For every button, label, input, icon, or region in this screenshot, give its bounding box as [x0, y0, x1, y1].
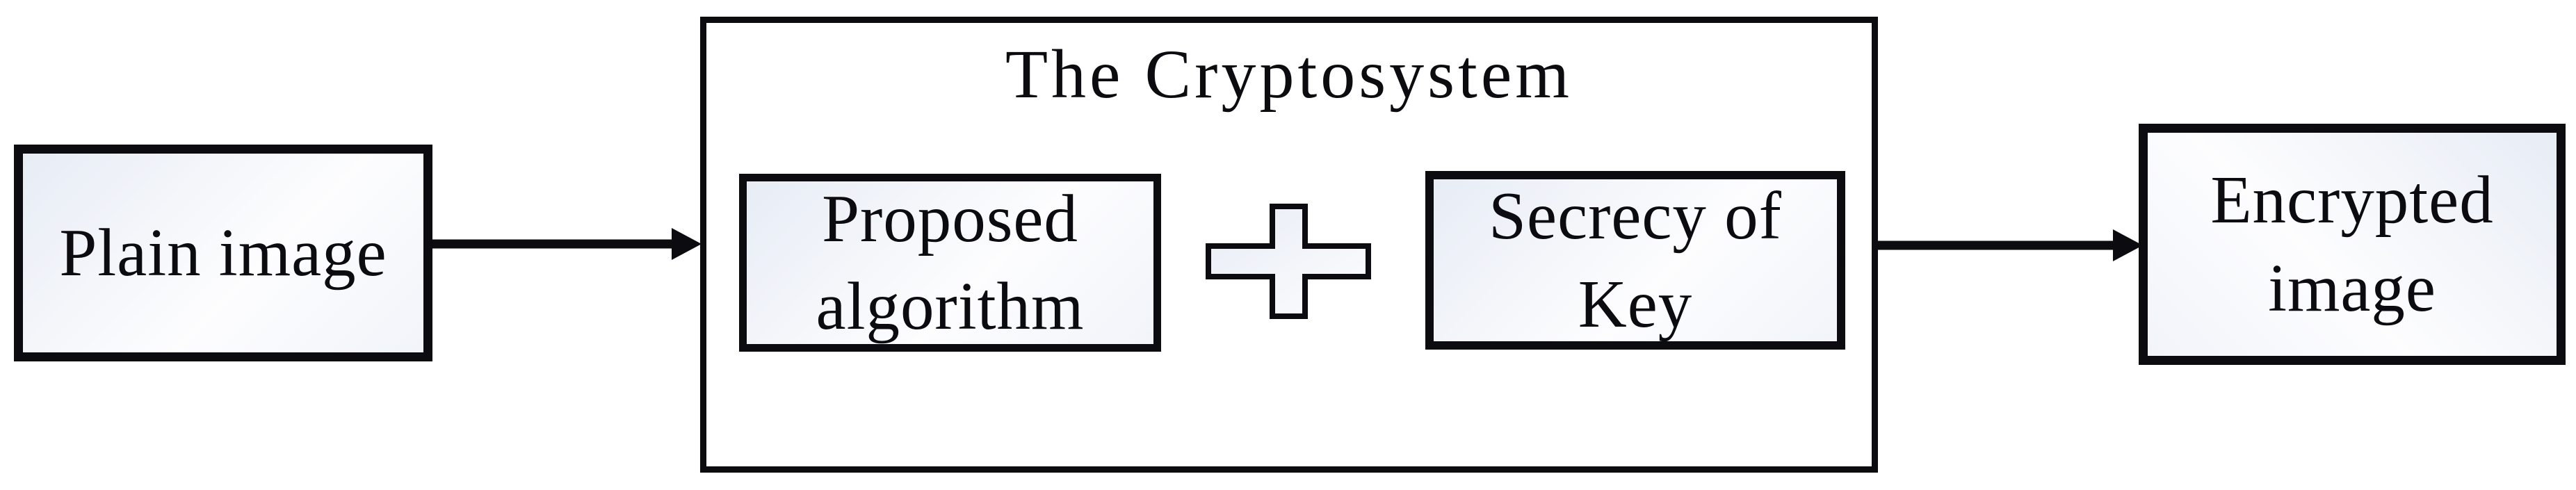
proposed-algorithm-label: Proposed algorithm: [816, 181, 1085, 343]
encrypted-image-node: Encrypted image: [2139, 124, 2566, 365]
proposed-algorithm-node: Proposed algorithm: [739, 174, 1161, 352]
plain-image-node: Plain image: [14, 145, 432, 361]
secrecy-of-key-label: Secrecy of Key: [1489, 179, 1782, 341]
cryptosystem-title: The Cryptosystem: [1005, 35, 1573, 113]
arrow-plain-to-cryptosystem-icon: [432, 228, 702, 260]
plus-icon: [1206, 204, 1371, 319]
arrow-cryptosystem-to-encrypted-icon: [1878, 229, 2143, 261]
plain-image-label: Plain image: [59, 215, 387, 290]
encrypted-image-label: Encrypted image: [2210, 163, 2494, 325]
secrecy-of-key-node: Secrecy of Key: [1425, 171, 1845, 350]
